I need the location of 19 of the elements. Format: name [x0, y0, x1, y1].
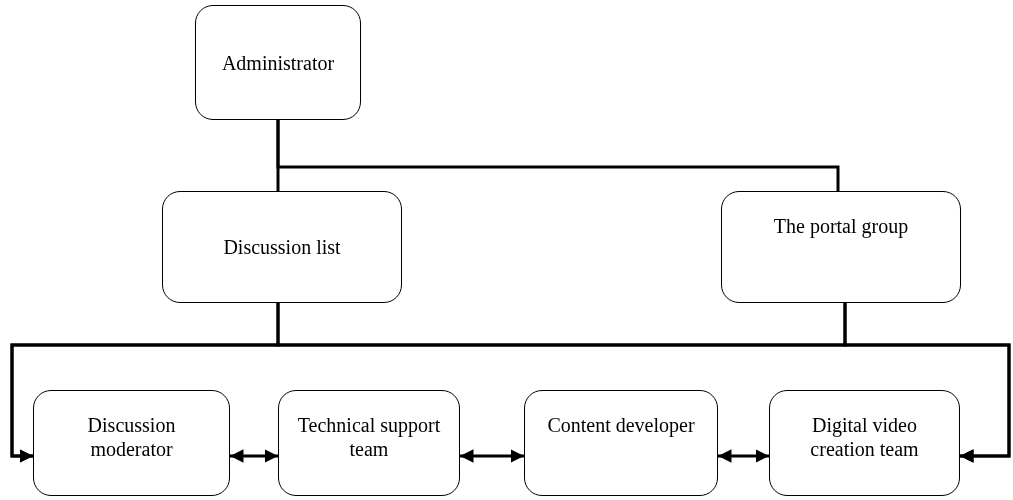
- rounded-box: [162, 191, 402, 303]
- rounded-box: [769, 390, 960, 496]
- arrow: [718, 449, 769, 463]
- arrow: [230, 449, 278, 463]
- arrow: [843, 303, 1011, 463]
- rounded-box: [524, 390, 718, 496]
- rounded-box: [721, 191, 961, 303]
- rounded-box: [278, 390, 460, 496]
- box-label: Digital video creation team: [809, 413, 920, 461]
- rounded-box: [195, 5, 361, 120]
- rounded-box: [33, 390, 230, 496]
- arrow: [460, 449, 524, 463]
- box-label: Discussion list: [223, 235, 341, 259]
- box-label: Content developer: [547, 413, 695, 437]
- box-label: The portal group: [773, 214, 909, 238]
- box-label: Administrator: [221, 50, 335, 75]
- box-label: Technical support team: [296, 413, 442, 461]
- box-label: Discussion moderator: [86, 413, 177, 461]
- connector-line: [276, 120, 840, 191]
